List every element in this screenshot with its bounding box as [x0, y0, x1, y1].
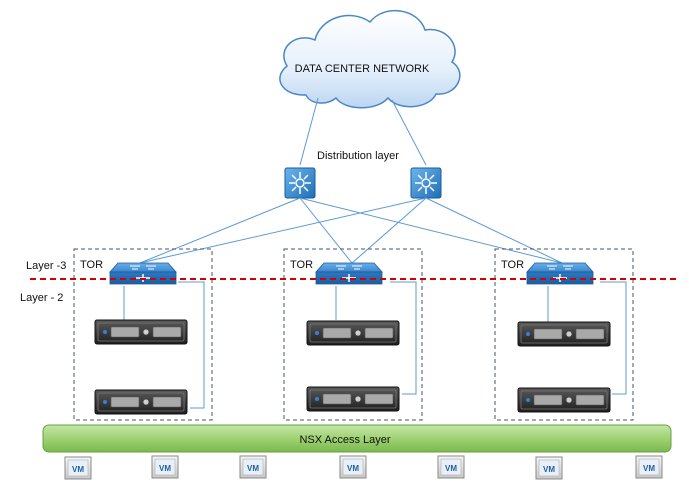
rack-box [73, 248, 213, 421]
server-icon [517, 387, 611, 413]
nsx-access-layer-label: NSX Access Layer [299, 434, 390, 446]
link [299, 97, 319, 166]
svg-text:VM: VM [159, 464, 171, 473]
tor-label: TOR [80, 259, 103, 271]
vm-icon: VM [64, 456, 92, 480]
vm-icon: VM [635, 455, 663, 479]
cloud-label: DATA CENTER NETWORK [295, 63, 430, 75]
tor-label: TOR [501, 259, 524, 271]
layer3-label: Layer -3 [26, 260, 66, 272]
vm-icon: VM [239, 455, 267, 479]
svg-text:VM: VM [543, 465, 555, 474]
server-icon [306, 320, 400, 346]
layer2-label: Layer - 2 [20, 292, 63, 304]
svg-text:VM: VM [347, 464, 359, 473]
rack-box [283, 248, 423, 421]
server-icon [306, 386, 400, 412]
svg-text:VM: VM [445, 464, 457, 473]
nsx-access-layer-bar [42, 424, 672, 453]
svg-text:VM: VM [247, 464, 259, 473]
svg-text:VM: VM [643, 464, 655, 473]
svg-text:VM: VM [72, 465, 84, 474]
server-icon [94, 389, 188, 415]
link [391, 99, 427, 166]
tor-switch-icon [109, 262, 177, 285]
distribution-layer-label: Distribution layer [317, 150, 399, 162]
distribution-switch-icon [410, 167, 442, 199]
vm-icon: VM [339, 455, 367, 479]
server-icon [94, 319, 188, 345]
cloud-icon [279, 9, 461, 109]
distribution-links [139, 197, 563, 264]
tor-switch-icon [526, 262, 594, 285]
distribution-switch-icon [284, 167, 316, 199]
tor-label: TOR [290, 259, 313, 271]
vm-icon: VM [437, 455, 465, 479]
rack-box [494, 248, 634, 421]
tor-switch-icon [315, 262, 383, 285]
rack-cabling [123, 281, 627, 409]
vm-icon: VM [535, 456, 563, 480]
server-icon [517, 321, 611, 347]
vm-icon: VM [151, 455, 179, 479]
